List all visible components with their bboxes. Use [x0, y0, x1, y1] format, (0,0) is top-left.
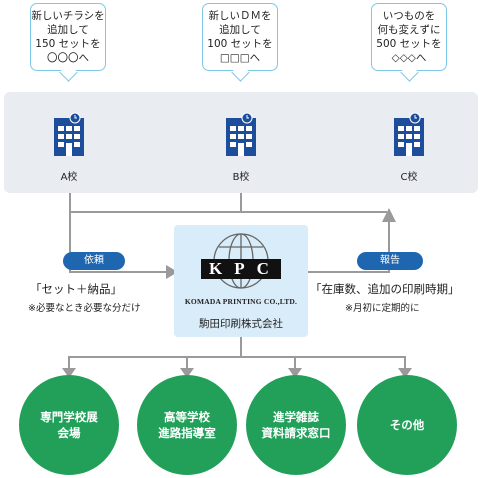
company-name: 駒田印刷株式会社	[199, 318, 283, 330]
school-a: A校	[44, 112, 94, 183]
kpc-company-box: KPC KOMADA PRINTING CO.,LTD. 駒田印刷株式会社	[174, 225, 308, 337]
arrow-down-icon	[62, 368, 76, 378]
building-icon	[54, 112, 84, 156]
kpc-logo-text: KPC	[201, 259, 281, 279]
arrow-up-icon	[382, 208, 396, 222]
connector-a-down	[69, 193, 71, 272]
destination-circle: 進学雑誌 資料請求窓口	[246, 375, 346, 475]
destination-circle: 高等学校 進路指導室	[137, 375, 237, 475]
bubble-text: 新しいＤＭを 追加して 100 セットを □□□へ	[207, 10, 273, 64]
bubble-text: いつものを 何も変えずに 500 セットを ◇◇◇へ	[376, 10, 442, 64]
connector-d4	[404, 356, 406, 370]
school-label: B校	[232, 172, 250, 183]
arrow-down-icon	[398, 368, 412, 378]
destination-circle: 専門学校展 会場	[19, 375, 119, 475]
bubble-text: 新しいチラシを 追加して 150 セットを 〇〇〇へ	[31, 10, 105, 64]
connector-kpc-down	[240, 337, 242, 357]
bubble-tail	[59, 63, 78, 82]
connector-bottom-horizontal	[68, 356, 406, 358]
connector-kpc-to-c	[308, 271, 390, 273]
arrow-right-icon	[166, 265, 178, 279]
report-pill: 報告	[357, 252, 423, 270]
school-c: C校	[384, 112, 434, 183]
request-main-text: 「セット＋納品」	[30, 282, 122, 296]
bubble-tail	[400, 63, 419, 82]
school-b: B校	[216, 112, 266, 183]
request-pill: 依頼	[63, 252, 125, 270]
connector-c-up	[388, 222, 390, 273]
connector-d3	[294, 356, 296, 370]
building-icon	[394, 112, 424, 156]
report-sub-text: ※月初に定期的に	[345, 303, 420, 314]
arrow-down-icon	[288, 368, 302, 378]
request-bubble-c: いつものを 何も変えずに 500 セットを ◇◇◇へ	[371, 3, 447, 82]
building-icon	[226, 112, 256, 156]
connector-top-horizontal	[69, 211, 387, 213]
connector-a-to-kpc	[69, 271, 169, 273]
report-main-text: 「在庫数、追加の印刷時期」	[310, 282, 460, 296]
connector-b-down	[240, 193, 242, 213]
connector-d1	[68, 356, 70, 370]
connector-d2	[186, 356, 188, 370]
school-label: A校	[60, 172, 78, 183]
bubble-tail	[231, 63, 250, 82]
arrow-down-icon	[180, 368, 194, 378]
kpc-logo-subtext: KOMADA PRINTING CO.,LTD.	[184, 297, 298, 306]
destination-circle: その他	[357, 375, 457, 475]
kpc-logo: KPC	[201, 259, 281, 279]
school-label: C校	[400, 172, 418, 183]
request-bubble-a: 新しいチラシを 追加して 150 セットを 〇〇〇へ	[30, 3, 106, 82]
request-bubble-b: 新しいＤＭを 追加して 100 セットを □□□へ	[202, 3, 278, 82]
request-sub-text: ※必要なとき必要な分だけ	[28, 303, 141, 314]
